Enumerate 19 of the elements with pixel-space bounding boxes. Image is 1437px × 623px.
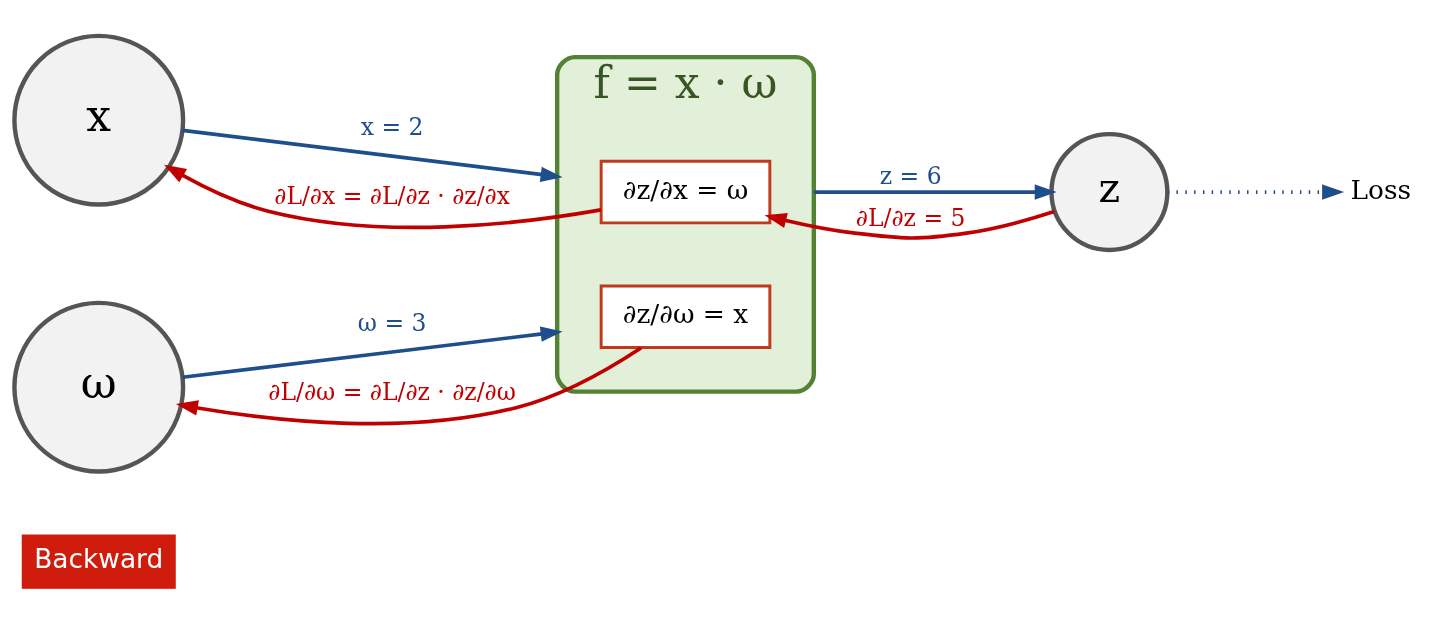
edge-label: x = 2 [360, 112, 424, 141]
arrow [764, 209, 1055, 240]
arrow [164, 164, 602, 229]
node-box: Backward [21, 534, 176, 589]
node-box: ∂z/∂x = ω [599, 159, 772, 224]
edge-label: z = 6 [879, 161, 942, 190]
arrow [1167, 183, 1345, 200]
edge-label: ω = 3 [357, 308, 427, 337]
node-circle: z [1049, 131, 1170, 252]
node-box: ∂z/∂ω = x [599, 284, 772, 349]
edge-label: ∂L/∂ω = ∂L/∂z · ∂z/∂ω [268, 377, 516, 406]
node-text: Loss [1350, 173, 1412, 205]
arrow [182, 325, 563, 379]
arrow [175, 345, 642, 425]
arrow [182, 128, 563, 182]
edge-label: ∂L/∂x = ∂L/∂z · ∂z/∂x [274, 181, 510, 210]
node-circle: ω [12, 300, 186, 474]
edge-label: ∂L/∂z = 5 [855, 203, 966, 232]
arrow [813, 183, 1057, 200]
